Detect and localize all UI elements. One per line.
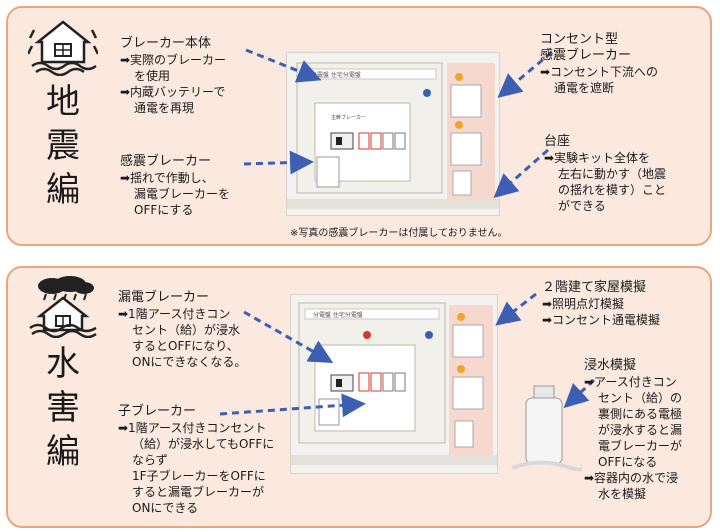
callout-line: ➡容器内の水で浸	[584, 471, 679, 485]
callout-line: 感震ブレーカー	[540, 48, 632, 63]
kit-illustration: 分電盤 住宅分電盤	[291, 295, 497, 473]
callout-heading: コンセント型	[540, 32, 619, 47]
flood-panel: 水 害 編 分電盤 住宅分電盤	[6, 266, 712, 528]
callout-line: 左右に動かす（地震	[558, 167, 667, 181]
panel-label: 分電盤 住宅分電盤	[313, 311, 363, 319]
callout-line: ならず	[132, 453, 168, 467]
callout-line: 電ブレーカーが	[598, 439, 683, 453]
earthquake-title: 地 震 編	[24, 80, 102, 212]
earthquake-arrows	[243, 48, 553, 198]
base-callout: 台座 ➡実験キット全体を 左右に動かす（地震 の揺れを模す）こと ができる	[544, 134, 666, 214]
callout-line: するとOFFになり、	[132, 339, 239, 353]
flood-side: 水 害 編	[24, 276, 102, 474]
callout-heading: 台座	[544, 134, 571, 149]
title-char: 震	[46, 126, 80, 166]
callout-line: を使用	[134, 69, 171, 83]
kit-illustration: 分電盤 住宅分電盤 主幹ブレーカー	[287, 53, 499, 215]
two-story-callout: ２階建て家屋模擬 ➡照明点灯模擬 ➡コンセント通電模擬	[542, 280, 660, 328]
leak-breaker-callout: 漏電ブレーカー ➡1階アース付きコン セント（給）が浸水 するとOFFになり、 …	[118, 290, 246, 370]
title-char: 害	[46, 388, 80, 428]
callout-line: ➡1階アース付きコン	[118, 307, 231, 321]
callout-line: すると漏電ブレーカーが	[132, 485, 265, 499]
breaker-label: 主幹ブレーカー	[331, 114, 366, 121]
callout-line: ONにできなくなる。	[132, 355, 247, 369]
breaker-body-callout: ブレーカー本体 ➡実際のブレーカー を使用 ➡内蔵バッテリーで 通電を再現	[120, 36, 226, 116]
callout-line: ➡コンセント下流への	[540, 65, 659, 79]
flooding-callout: 浸水模擬 ➡アース付きコン セント（給）の 裏側にある電極 が浸水すると漏 電ブ…	[584, 358, 682, 502]
callout-line: 裏側にある電極	[598, 407, 683, 421]
callout-line: が浸水すると漏	[598, 423, 683, 437]
callout-heading: ２階建て家屋模擬	[542, 280, 647, 295]
callout-line: ➡実際のブレーカー	[120, 53, 227, 67]
earthquake-panel: 地 震 編 分電盤 住宅分電盤 主幹ブレーカー	[6, 6, 712, 246]
callout-line: 漏電ブレーカーを	[134, 187, 231, 201]
title-char: 地	[46, 82, 80, 122]
callout-line: （給）が浸水してもOFFに	[132, 437, 275, 451]
callout-heading: ブレーカー本体	[120, 36, 212, 51]
photo-note: ※写真の感震ブレーカーは付属しておりません。	[290, 228, 508, 239]
callout-line: ONにできる	[132, 501, 199, 515]
callout-heading: 子ブレーカー	[118, 404, 197, 419]
callout-line: ができる	[558, 199, 606, 213]
earthquake-kit-photo: 分電盤 住宅分電盤 主幹ブレーカー	[286, 52, 500, 216]
callout-line: OFFにする	[134, 203, 194, 217]
callout-heading: 漏電ブレーカー	[118, 290, 210, 305]
callout-line: 1F子ブレーカーをOFFに	[132, 469, 266, 483]
title-char: 編	[46, 432, 80, 472]
flood-kit-photo: 分電盤 住宅分電盤	[290, 294, 498, 474]
flood-arrows	[219, 292, 596, 418]
child-breaker-callout: 子ブレーカー ➡1階アース付きコンセント （給）が浸水してもOFFに ならず 1…	[118, 404, 274, 516]
title-char: 水	[46, 344, 80, 384]
callout-line: セント（給）の	[598, 391, 683, 405]
flood-house-icon	[29, 276, 97, 338]
callout-line: 水を模擬	[598, 487, 647, 501]
seismic-breaker-callout: 感震ブレーカー ➡揺れで作動し、 漏電ブレーカーを OFFにする	[120, 154, 230, 218]
callout-line: セント（給）が浸水	[132, 323, 241, 337]
shaking-house-icon	[28, 20, 98, 76]
callout-line: ➡実験キット全体を	[544, 151, 651, 165]
callout-line: 通電を再現	[134, 101, 195, 115]
title-char: 編	[46, 170, 80, 210]
callout-line: ➡コンセント通電模擬	[542, 313, 661, 327]
callout-line: ➡1階アース付きコンセント	[118, 421, 267, 435]
callout-heading: 感震ブレーカー	[120, 154, 212, 169]
flood-title: 水 害 編	[24, 342, 102, 474]
callout-heading: 浸水模擬	[584, 358, 637, 373]
callout-line: ➡照明点灯模擬	[542, 297, 625, 311]
panel-label: 分電盤 住宅分電盤	[311, 71, 361, 79]
outlet-seismic-callout: コンセント型 感震ブレーカー ➡コンセント下流への 通電を遮断	[540, 32, 658, 96]
callout-line: OFFになる	[598, 455, 658, 469]
callout-line: ➡アース付きコン	[584, 375, 677, 389]
earthquake-side: 地 震 編	[24, 16, 102, 212]
callout-line: 通電を遮断	[554, 81, 615, 95]
callout-line: ➡揺れで作動し、	[120, 171, 214, 185]
callout-line: の揺れを模す）こと	[558, 183, 667, 197]
callout-line: ➡内蔵バッテリーで	[120, 85, 226, 99]
